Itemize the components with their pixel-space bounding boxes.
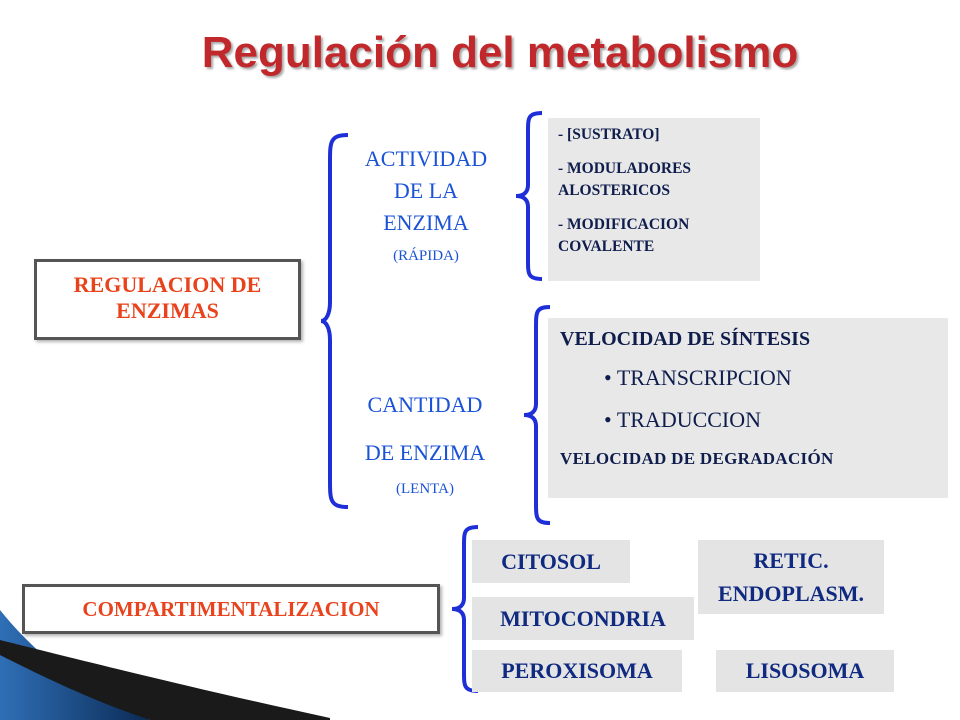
compartment-mitocondria: MITOCONDRIA (472, 597, 694, 640)
compartimentalizacion-box: COMPARTIMENTALIZACION (22, 584, 440, 634)
actividad-item: - MODULADORES ALOSTERICOS (558, 160, 692, 199)
brace-compartimentalizacion (451, 525, 479, 693)
cantidad-speed: (LENTA) (396, 481, 454, 497)
bullet-item: • TRADUCCION (604, 407, 762, 432)
bullet-text: TRADUCCION (616, 407, 762, 432)
cantidad-label-line2: DE ENZIMA (364, 440, 486, 465)
actividad-speed: (RÁPIDA) (393, 248, 459, 264)
compartment-reticulo: RETIC. ENDOPLASM. (698, 540, 884, 614)
brace-main (320, 133, 349, 509)
brace-cantidad (523, 305, 551, 525)
compartment-peroxisoma: PEROXISOMA (472, 650, 682, 692)
compartment-lisosoma: LISOSOMA (716, 650, 894, 692)
actividad-label: ACTIVIDAD DE LA ENZIMA (364, 146, 488, 235)
regulacion-enzimas-label: REGULACION DE ENZIMAS (73, 272, 262, 324)
actividad-item: - [SUSTRATO] (558, 126, 660, 143)
bullet-text: TRANSCRIPCION (616, 365, 792, 390)
actividad-item: - MODIFICACION COVALENTE (558, 216, 690, 255)
corner-swoosh-decoration (0, 610, 330, 720)
cantidad-details-box: VELOCIDAD DE SÍNTESIS • TRANSCRIPCION • … (548, 318, 948, 498)
compartimentalizacion-label: COMPARTIMENTALIZACION (82, 597, 380, 621)
page-title: Regulación del metabolismo (201, 28, 799, 77)
bullet-item: • TRANSCRIPCION (604, 365, 792, 390)
degradacion-footer: VELOCIDAD DE DEGRADACIÓN (560, 449, 834, 468)
regulacion-enzimas-box: REGULACION DE ENZIMAS (34, 259, 301, 340)
sintesis-heading: VELOCIDAD DE SÍNTESIS (560, 328, 811, 350)
cantidad-label-line1: CANTIDAD (367, 392, 483, 417)
brace-actividad (515, 111, 543, 281)
actividad-items-box: - [SUSTRATO] - MODULADORES ALOSTERICOS -… (548, 118, 760, 281)
compartment-citosol: CITOSOL (472, 540, 630, 583)
